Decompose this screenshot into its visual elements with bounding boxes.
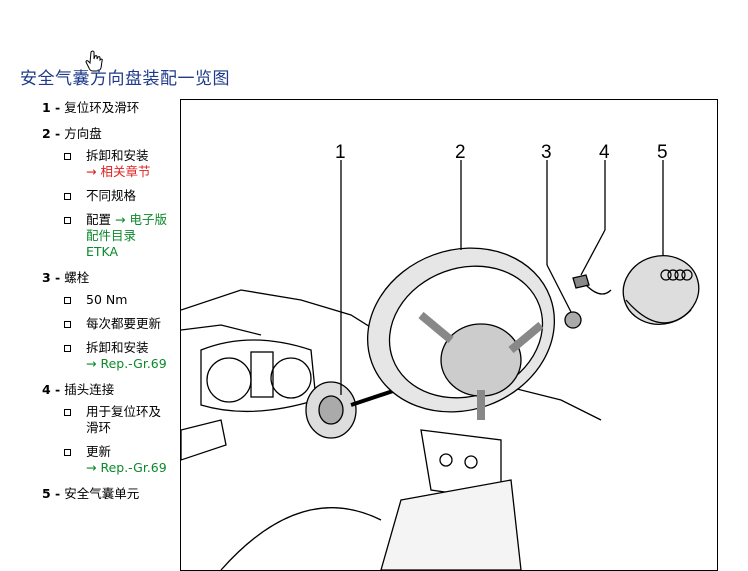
steering-wheel-illustration: 1 2 3 4 5 — [181, 142, 700, 570]
sub-item: 50 Nm — [64, 292, 172, 308]
list-item: 1 - 复位环及滑环 — [42, 100, 172, 116]
square-bullet-icon — [64, 297, 71, 304]
item-label: 复位环及滑环 — [64, 100, 140, 115]
square-bullet-icon — [64, 193, 71, 200]
link-related-chapter[interactable]: → 相关章节 — [86, 164, 151, 179]
list-item: 4 - 插头连接 用于复位环及滑环 更新 → Rep.-Gr.69 — [42, 382, 172, 476]
list-item: 5 - 安全气囊单元 — [42, 486, 172, 502]
hand-pointer-icon — [85, 50, 103, 72]
item-number: 2 - — [42, 126, 61, 141]
sub-item: 配置 → 电子版配件目录 ETKA — [64, 212, 172, 260]
link-rep-gr69[interactable]: → Rep.-Gr.69 — [86, 460, 167, 475]
callout-5: 5 — [657, 142, 668, 163]
item-number: 4 - — [42, 382, 61, 397]
sub-item: 每次都要更新 — [64, 316, 172, 332]
link-etka[interactable]: → 电子版配件目录 ETKA — [86, 212, 167, 259]
item-label: 螺栓 — [64, 270, 90, 285]
list-item: 2 - 方向盘 拆卸和安装 → 相关章节 不同规格 配置 → 电子版配件目录 E… — [42, 126, 172, 260]
item-label: 方向盘 — [64, 126, 102, 141]
item-label: 插头连接 — [64, 382, 115, 397]
link-rep-gr69[interactable]: → Rep.-Gr.69 — [86, 356, 167, 371]
callout-1: 1 — [335, 142, 346, 163]
square-bullet-icon — [64, 345, 71, 352]
parts-list: 1 - 复位环及滑环 2 - 方向盘 拆卸和安装 → 相关章节 不同规格 配置 … — [42, 100, 172, 512]
list-item: 3 - 螺栓 50 Nm 每次都要更新 拆卸和安装 → Rep.-Gr.69 — [42, 270, 172, 372]
square-bullet-icon — [64, 217, 71, 224]
sub-item: 拆卸和安装 → 相关章节 — [64, 148, 172, 180]
square-bullet-icon — [64, 153, 71, 160]
callout-3: 3 — [541, 142, 552, 163]
square-bullet-icon — [64, 449, 71, 456]
square-bullet-icon — [64, 409, 71, 416]
item-number: 5 - — [42, 486, 61, 501]
page-title: 安全气囊方向盘装配一览图 — [20, 69, 230, 89]
callout-4: 4 — [599, 142, 610, 163]
item-number: 3 - — [42, 270, 61, 285]
item-label: 安全气囊单元 — [64, 486, 140, 501]
sub-item: 不同规格 — [64, 188, 172, 204]
sub-item: 拆卸和安装 → Rep.-Gr.69 — [64, 340, 172, 372]
callout-2: 2 — [455, 142, 466, 163]
sub-item: 用于复位环及滑环 — [64, 404, 172, 436]
assembly-figure: 1 2 3 4 5 — [180, 99, 718, 571]
item-number: 1 - — [42, 100, 61, 115]
square-bullet-icon — [64, 321, 71, 328]
sub-item: 更新 → Rep.-Gr.69 — [64, 444, 172, 476]
